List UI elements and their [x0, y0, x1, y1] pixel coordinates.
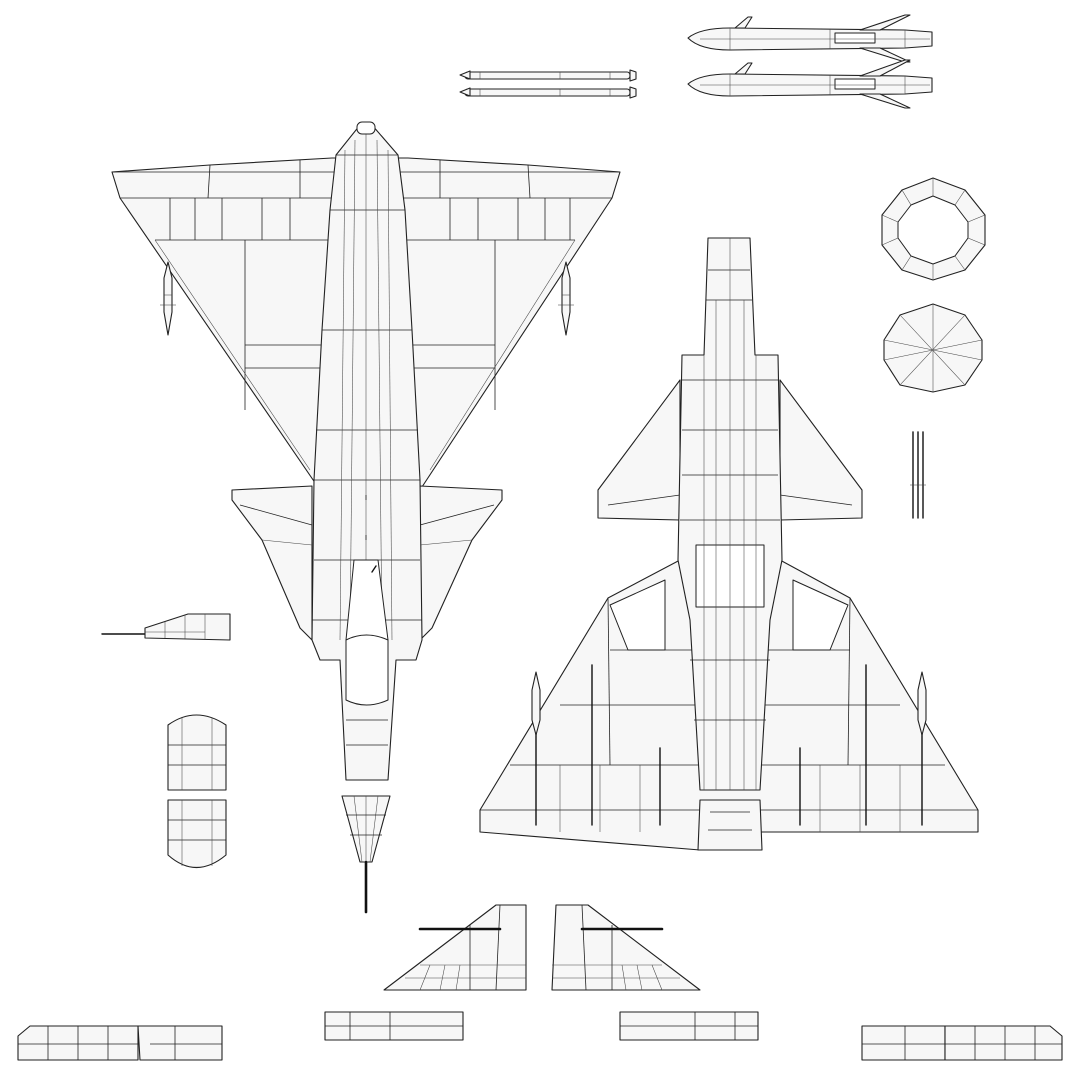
aircraft-bottom-view	[479, 237, 979, 851]
missile-rail-pair	[459, 69, 637, 99]
vertical-stabilizer-left	[383, 904, 527, 991]
canard-right	[419, 485, 503, 641]
nose-cone	[341, 795, 391, 914]
cruise-missile-upper	[687, 14, 933, 63]
intake-ring	[881, 177, 986, 281]
wingtip-pod-left	[160, 261, 176, 336]
cruise-missile-lower	[687, 59, 933, 109]
panel-strip-2	[324, 1011, 464, 1041]
missile-rail-upper	[459, 69, 637, 82]
panel-strip-4	[861, 1025, 1063, 1061]
drop-tank-halves	[167, 714, 227, 868]
panel-strip-1	[17, 1025, 223, 1061]
vertical-stabilizer-right	[551, 904, 701, 991]
wingtip-pod-right	[558, 261, 574, 336]
disc-fan	[883, 303, 983, 393]
exhaust-nozzle	[697, 799, 763, 851]
panel-strip-3	[619, 1011, 759, 1041]
missile-rail-lower	[459, 86, 637, 99]
struts-bundle	[910, 431, 926, 519]
vertical-fin-probe	[101, 613, 231, 641]
canard-left	[231, 485, 313, 641]
aircraft-top-view	[111, 121, 621, 781]
